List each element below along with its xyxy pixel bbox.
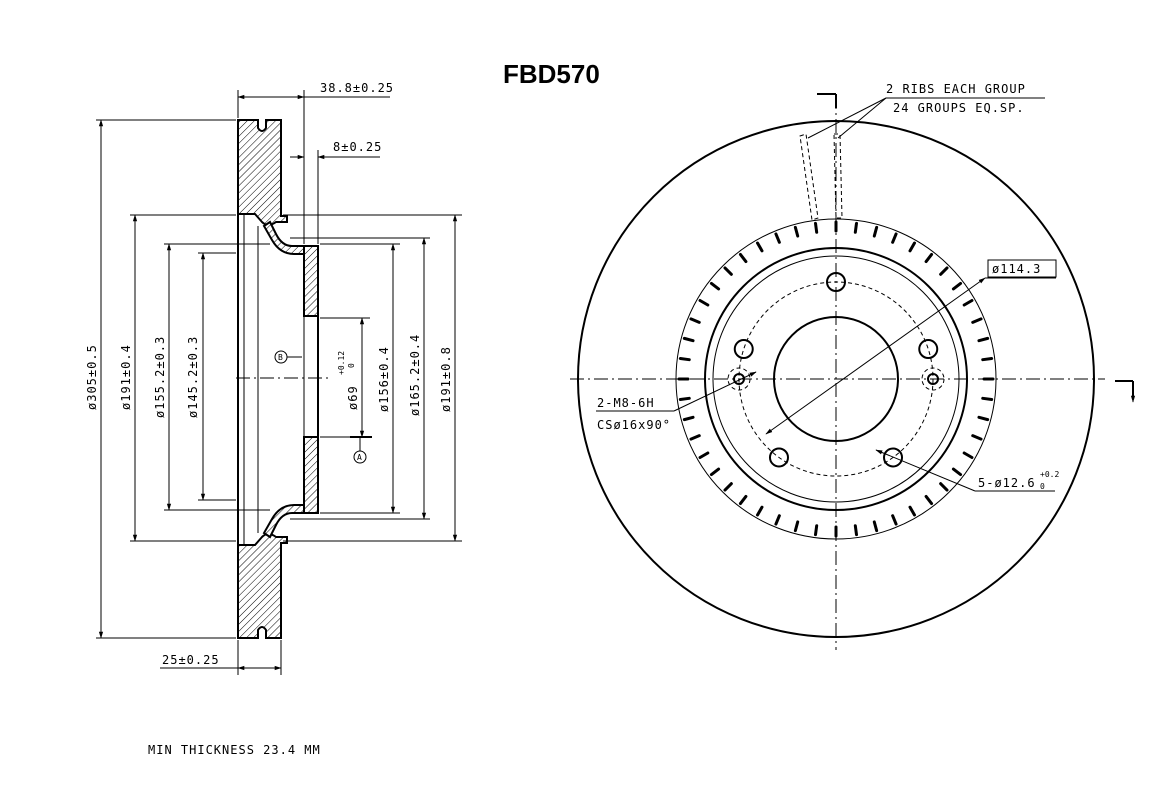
front-view: 2 RIBS EACH GROUP 24 GROUPS EQ.SP. ø114.… bbox=[570, 82, 1136, 650]
vent-slot bbox=[981, 396, 994, 401]
vent-slot bbox=[774, 232, 781, 244]
vent-slot bbox=[971, 317, 983, 324]
dim-d165: ø165.2±0.4 bbox=[408, 334, 422, 416]
vent-slot bbox=[891, 232, 898, 244]
vent-slot bbox=[891, 514, 898, 526]
vent-slot bbox=[678, 396, 691, 401]
pcd-label: ø114.3 bbox=[992, 262, 1041, 276]
upper-friction-ring-section bbox=[237, 119, 288, 226]
dim-d69: ø69 bbox=[346, 385, 360, 410]
vent-slot bbox=[971, 434, 983, 441]
vent-slot bbox=[814, 221, 819, 234]
vent-slot bbox=[723, 266, 733, 276]
vent-slot bbox=[939, 266, 949, 276]
datum-b-label: B bbox=[278, 353, 283, 362]
dim-d191-right: ø191±0.8 bbox=[439, 346, 453, 412]
lower-friction-ring-section bbox=[237, 533, 288, 639]
vent-slot bbox=[814, 524, 819, 537]
bolt-hole bbox=[733, 339, 754, 360]
vent-slot bbox=[682, 336, 695, 343]
thread-spec-line1: 2-M8-6H bbox=[597, 396, 655, 410]
vent-slot bbox=[723, 482, 733, 492]
ribs-note-line1: 2 RIBS EACH GROUP bbox=[886, 82, 1026, 96]
vent-slot bbox=[951, 281, 963, 291]
vent-slot bbox=[908, 241, 916, 253]
dim-d69-tol-upper: +0.12 bbox=[337, 351, 346, 375]
dim-overall-width: 38.8±0.25 bbox=[320, 81, 394, 95]
vent-slot bbox=[756, 505, 764, 517]
upper-hat-flange bbox=[303, 245, 319, 317]
ribs-note-line2: 24 GROUPS EQ.SP. bbox=[893, 101, 1025, 115]
dim-d191-left: ø191±0.4 bbox=[119, 344, 133, 410]
vent-slot bbox=[908, 505, 916, 517]
datum-a-label: A bbox=[357, 453, 362, 462]
vent-slot bbox=[689, 434, 701, 441]
vent-slot bbox=[872, 520, 879, 533]
pcd-box bbox=[987, 259, 1057, 278]
holes-tol-lower: 0 bbox=[1040, 482, 1045, 491]
vent-slot bbox=[977, 415, 990, 422]
holes-tol-upper: +0.2 bbox=[1040, 470, 1059, 479]
bolt-hole bbox=[768, 447, 789, 468]
vent-slot bbox=[678, 357, 691, 362]
vent-slot bbox=[738, 252, 748, 264]
vent-slot bbox=[793, 520, 800, 533]
dim-d155: ø155.2±0.3 bbox=[153, 336, 167, 418]
vent-slot bbox=[962, 451, 974, 459]
holes-spec: 5-ø12.6 bbox=[978, 476, 1036, 490]
vent-slot bbox=[682, 415, 695, 422]
side-section-view: 38.8±0.25 8±0.25 25±0.25 ø305±0.5 ø191±0… bbox=[85, 81, 462, 675]
vent-slot bbox=[872, 225, 879, 238]
thread-spec-line2: CSø16x90° bbox=[597, 418, 671, 432]
vent-slot bbox=[977, 336, 990, 343]
vent-slot bbox=[924, 252, 934, 264]
vent-slot bbox=[793, 225, 800, 238]
vent-slot bbox=[981, 357, 994, 362]
vent-slot bbox=[738, 494, 748, 506]
vent-slot bbox=[689, 317, 701, 324]
vent-slot bbox=[709, 281, 721, 291]
vent-slot bbox=[939, 482, 949, 492]
vent-slot bbox=[698, 299, 710, 307]
dim-disc-thickness: 25±0.25 bbox=[162, 653, 220, 667]
vent-slot bbox=[924, 494, 934, 506]
dim-d156: ø156±0.4 bbox=[377, 346, 391, 412]
min-thickness-note: MIN THICKNESS 23.4 MM bbox=[148, 743, 321, 757]
bolt-hole bbox=[883, 447, 904, 468]
dim-hat-thickness: 8±0.25 bbox=[333, 140, 382, 154]
vent-slot bbox=[756, 241, 764, 253]
vent-slot bbox=[774, 514, 781, 526]
lower-hat-flange bbox=[303, 436, 319, 514]
vent-slot bbox=[853, 524, 858, 537]
vent-slot bbox=[951, 467, 963, 477]
vent-slot bbox=[709, 467, 721, 477]
dim-d145: ø145.2±0.3 bbox=[186, 336, 200, 418]
dim-d69-tol-lower: 0 bbox=[347, 363, 356, 368]
vent-slot bbox=[962, 299, 974, 307]
dim-outer-diameter: ø305±0.5 bbox=[85, 344, 99, 410]
part-number-title: FBD570 bbox=[503, 59, 600, 89]
vent-slot bbox=[698, 451, 710, 459]
vent-slot bbox=[853, 221, 858, 234]
